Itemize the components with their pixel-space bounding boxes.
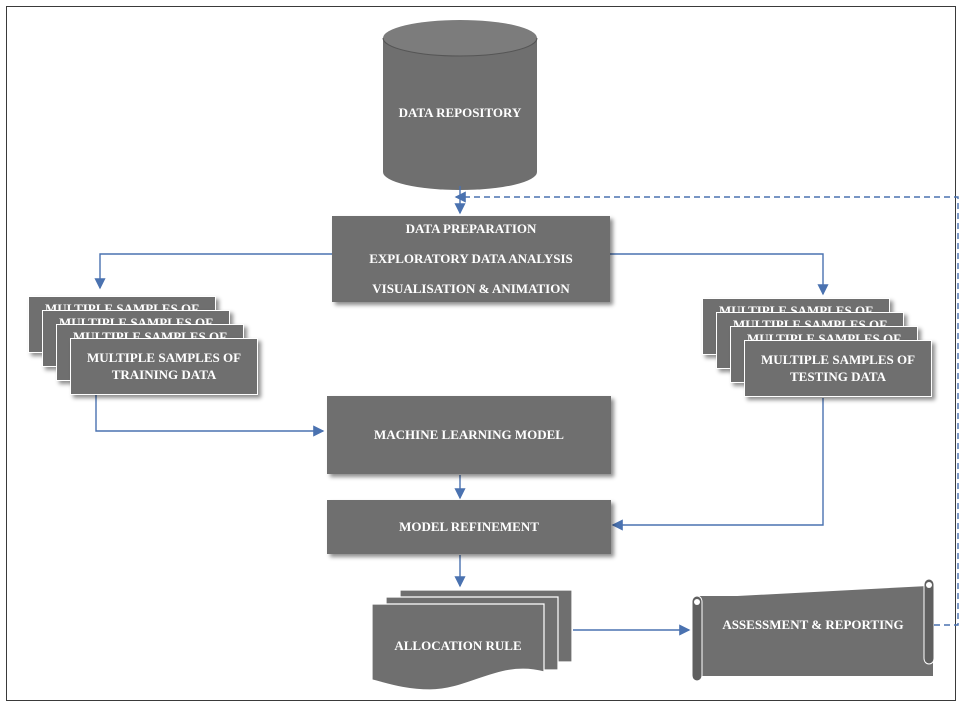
allocation-rule-document-stack — [371, 589, 573, 691]
connector-preparation-to-testing — [610, 253, 829, 296]
training-data-box: MULTIPLE SAMPLES OF TRAINING DATA — [70, 338, 258, 395]
training-data-line-1: MULTIPLE SAMPLES OF — [86, 350, 242, 366]
model-refinement-label: MODEL REFINEMENT — [399, 518, 539, 534]
connector-preparation-to-training — [94, 253, 332, 290]
visualisation-animation-label: VISUALISATION & ANIMATION — [372, 281, 570, 297]
exploratory-data-analysis-label: EXPLORATORY DATA ANALYSIS — [369, 250, 573, 266]
testing-data-box: MULTIPLE SAMPLES OF TESTING DATA — [744, 340, 932, 397]
machine-learning-model-box: MACHINE LEARNING MODEL — [327, 396, 611, 474]
connector-testing-to-refinement — [611, 398, 824, 531]
machine-learning-model-label: MACHINE LEARNING MODEL — [374, 426, 564, 442]
connector-feedback-loop — [454, 191, 959, 626]
data-repository-cylinder — [382, 20, 538, 190]
connector-training-to-model — [95, 395, 325, 437]
data-preparation-box: DATA PREPARATION EXPLORATORY DATA ANALYS… — [332, 216, 610, 302]
testing-data-line-2: TESTING DATA — [790, 368, 886, 384]
testing-data-line-1: MULTIPLE SAMPLES OF — [760, 352, 916, 368]
training-data-line-2: TRAINING DATA — [111, 366, 217, 382]
assessment-reporting-scroll — [691, 578, 935, 682]
data-preparation-label: DATA PREPARATION — [405, 220, 537, 236]
model-refinement-box: MODEL REFINEMENT — [327, 500, 611, 554]
